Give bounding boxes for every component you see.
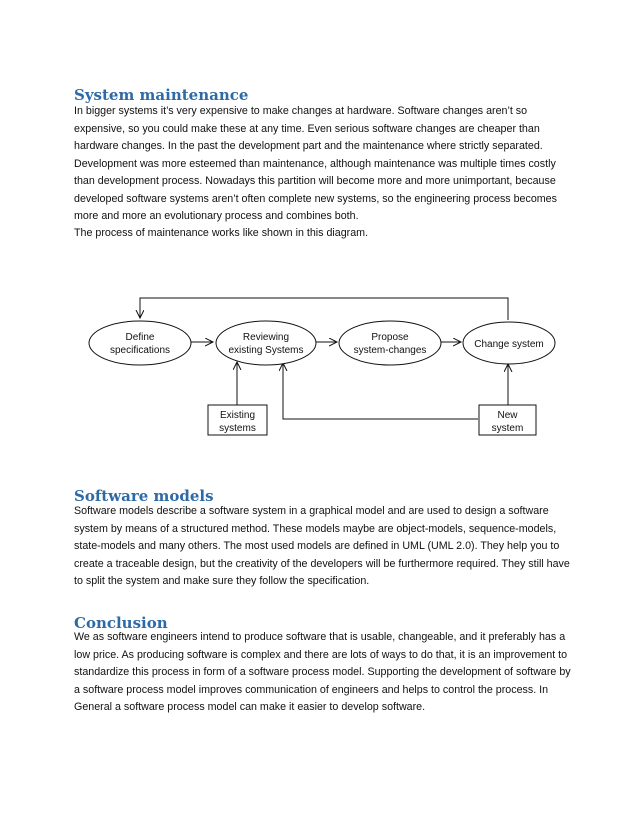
node-reviewing-line1: Reviewing bbox=[243, 332, 289, 343]
heading-software-models: Software models bbox=[74, 487, 214, 505]
node-existing-line2: systems bbox=[219, 423, 256, 434]
heading-conclusion: Conclusion bbox=[74, 614, 168, 632]
node-propose-system-changes: Propose system-changes bbox=[338, 320, 442, 366]
node-new-line2: system bbox=[492, 423, 524, 434]
node-define-line1: Define bbox=[126, 332, 155, 343]
arrow-new-to-reviewing bbox=[283, 363, 478, 420]
paragraph-maintenance-intro: In bigger systems it’s very expensive to… bbox=[74, 105, 557, 222]
heading-system-maintenance: System maintenance bbox=[74, 86, 249, 104]
node-define-specifications: Define specifications bbox=[88, 320, 192, 366]
node-propose-line2: system-changes bbox=[354, 345, 427, 356]
node-change-system: Change system bbox=[462, 321, 556, 365]
node-propose-line1: Propose bbox=[371, 332, 409, 343]
node-new-system: New system bbox=[478, 404, 537, 436]
paragraph-conclusion: We as software engineers intend to produ… bbox=[74, 631, 571, 713]
node-reviewing-line2: existing Systems bbox=[228, 345, 303, 356]
node-define-line2: specifications bbox=[110, 345, 170, 356]
feedback-loop-arrow bbox=[140, 297, 509, 320]
node-existing-systems: Existing systems bbox=[207, 404, 268, 436]
node-existing-line1: Existing bbox=[220, 410, 255, 421]
paragraph-software-models: Software models describe a software syst… bbox=[74, 505, 570, 587]
node-new-line1: New bbox=[497, 410, 518, 421]
node-reviewing-existing-systems: Reviewing existing Systems bbox=[215, 320, 317, 366]
node-change-line1: Change system bbox=[474, 339, 543, 350]
paragraph-maintenance-diagram-ref: The process of maintenance works like sh… bbox=[74, 227, 369, 239]
